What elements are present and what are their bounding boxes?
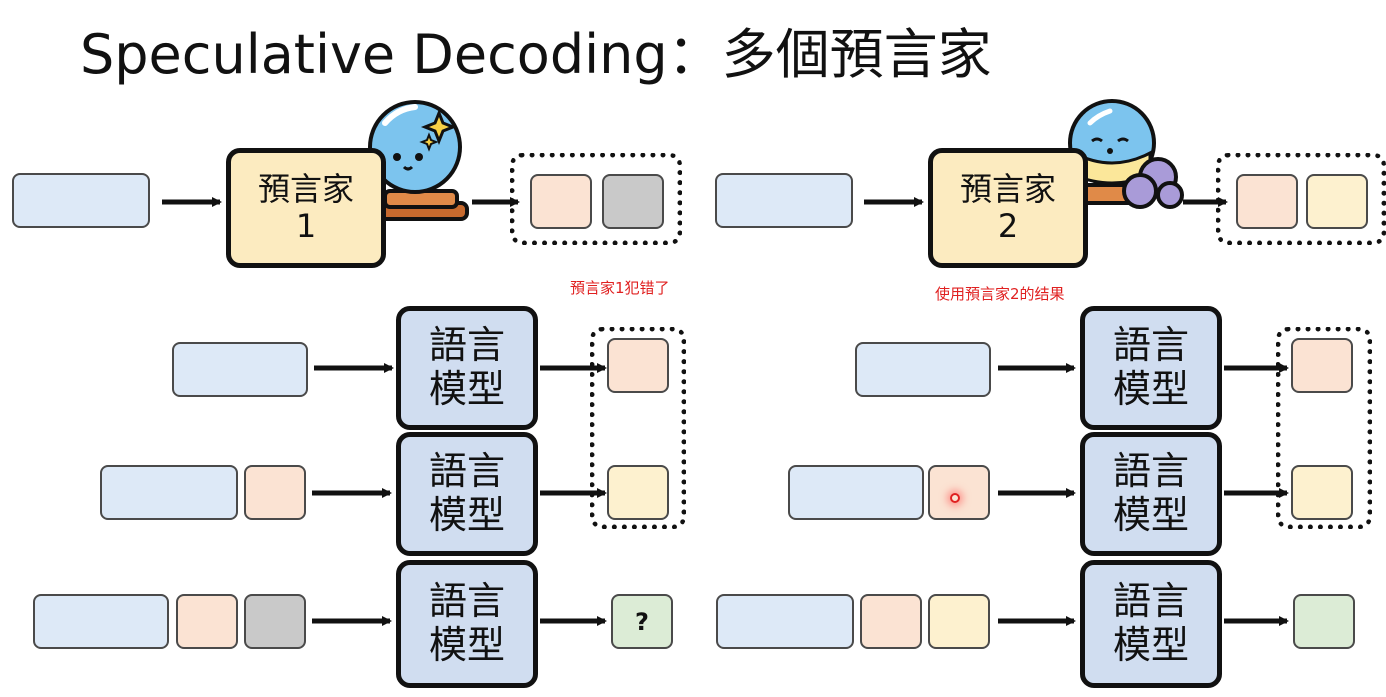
- language-model-box: 語言 模型: [396, 560, 538, 688]
- context-token: [788, 465, 924, 520]
- verification-group-left: [590, 327, 686, 529]
- context-token: [172, 342, 308, 397]
- context-token: [928, 465, 990, 520]
- predicted-token: [1306, 174, 1368, 229]
- context-token: [176, 594, 238, 649]
- output-token: [607, 465, 669, 520]
- oracle-1-prediction-group: [510, 153, 682, 245]
- language-model-label: 模型: [1112, 623, 1189, 667]
- annotation-use-oracle-2: 使用預言家2的结果: [935, 285, 1065, 303]
- annotation-oracle-1-wrong: 預言家1犯错了: [570, 279, 670, 297]
- output-token: [1291, 465, 1353, 520]
- language-model-label: 模型: [428, 367, 505, 411]
- language-model-label: 語言: [428, 323, 505, 368]
- language-model-label: 語言: [1112, 579, 1189, 624]
- oracle-2-box: 預言家 2: [928, 148, 1088, 268]
- output-token: [1291, 338, 1353, 393]
- context-token: [12, 173, 150, 228]
- output-token: [1293, 594, 1355, 649]
- context-token: [928, 594, 990, 649]
- context-token: [716, 594, 854, 649]
- oracle-1-box: 預言家 1: [226, 148, 386, 268]
- language-model-box: 語言 模型: [396, 432, 538, 556]
- language-model-box: 語言 模型: [396, 306, 538, 430]
- oracle-2-prediction-group: [1216, 153, 1386, 245]
- context-token: [244, 465, 306, 520]
- context-token: [33, 594, 169, 649]
- output-token: [607, 338, 669, 393]
- language-model-label: 語言: [428, 449, 505, 494]
- page-title: Speculative Decoding：多個預言家: [80, 23, 992, 86]
- language-model-box: 語言 模型: [1080, 432, 1222, 556]
- output-token-unknown: ?: [611, 594, 673, 649]
- language-model-label: 語言: [428, 579, 505, 624]
- language-model-label: 模型: [1112, 493, 1189, 537]
- oracle-1-number: 1: [295, 207, 317, 245]
- language-model-label: 語言: [1112, 449, 1189, 494]
- language-model-label: 模型: [428, 493, 505, 537]
- oracle-2-label: 預言家: [959, 170, 1056, 209]
- context-token: [244, 594, 306, 649]
- question-mark: ?: [635, 607, 649, 636]
- context-token: [715, 173, 853, 228]
- verification-group-right: [1276, 327, 1372, 529]
- language-model-label: 模型: [428, 623, 505, 667]
- oracle-1-label: 預言家: [257, 170, 354, 209]
- language-model-label: 語言: [1112, 323, 1189, 368]
- language-model-box: 語言 模型: [1080, 560, 1222, 688]
- predicted-token-wrong: [602, 174, 664, 229]
- context-token: [100, 465, 238, 520]
- predicted-token: [530, 174, 592, 229]
- context-token: [855, 342, 991, 397]
- oracle-2-number: 2: [997, 207, 1019, 245]
- cursor-highlight: [950, 493, 960, 503]
- crystal-ball-sparkle-icon: [368, 100, 469, 221]
- context-token: [860, 594, 922, 649]
- language-model-box: 語言 模型: [1080, 306, 1222, 430]
- predicted-token: [1236, 174, 1298, 229]
- language-model-label: 模型: [1112, 367, 1189, 411]
